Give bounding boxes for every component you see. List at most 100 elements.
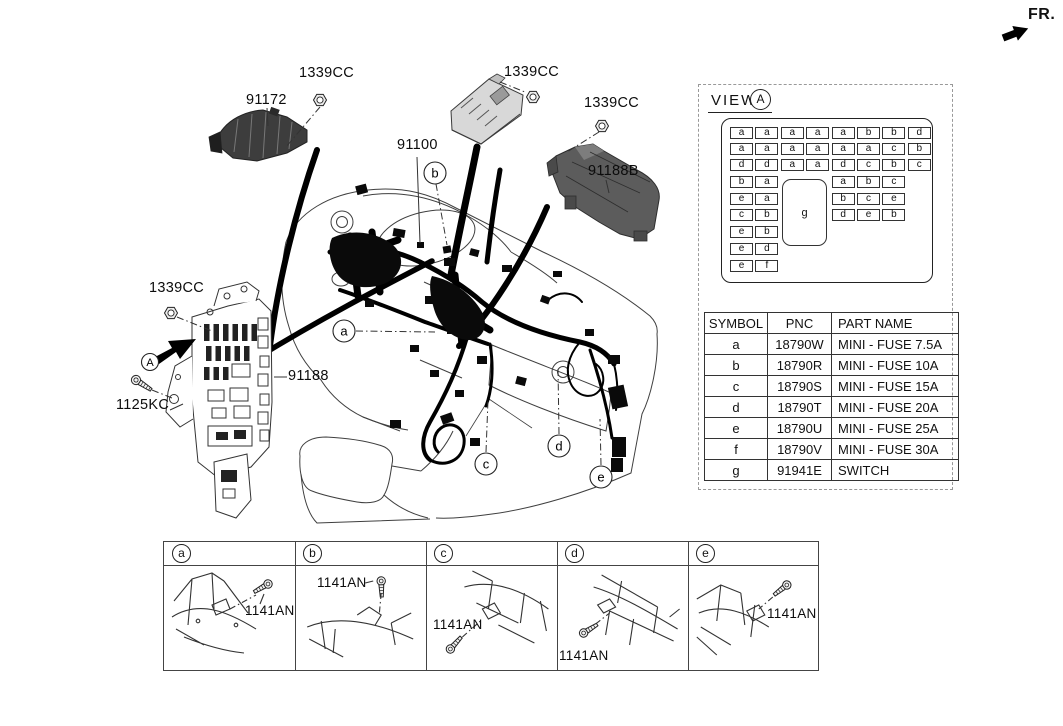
callout-e[interactable]: e [589,465,613,489]
part-label-1141an[interactable]: 1141AN [559,648,609,663]
nut-icon [526,90,540,104]
part-label-1141an[interactable]: 1141AN [767,606,817,621]
fuse-cell-a: a [755,143,779,155]
bolt-icon [443,633,465,656]
view-marker-a[interactable]: A [140,352,160,372]
leader-lines [151,81,610,466]
fuse-cell-c: c [857,159,880,171]
fuse-cell-c: c [907,159,931,171]
symbol-table-cell: MINI - FUSE 30A [831,438,959,460]
fuse-cell-e: e [730,260,753,272]
part-label-91188b[interactable]: 91188B [588,163,639,179]
fuse-cell-a: a [755,127,779,139]
fuse-cell-a: a [831,127,855,139]
fuse-cell-a: a [780,159,804,171]
symbol-table-header: PART NAME [831,312,959,334]
strip-divider [557,542,558,670]
fuse-cell-b: b [831,193,855,205]
fuse-cell-b: b [907,143,931,155]
callout-circles: a b c d e A [140,161,613,489]
detail-strip: a b c d e [163,541,819,671]
part-label-1339cc[interactable]: 1339CC [149,280,204,296]
callout-b-label: b [431,166,438,181]
strip-divider [295,542,296,670]
part-label-1141an[interactable]: 1141AN [433,617,483,632]
fuse-cell-e: e [730,193,753,205]
center-console-outline [299,430,454,524]
symbol-table-cell: MINI - FUSE 20A [831,396,959,418]
part-label-91188[interactable]: 91188 [288,368,329,384]
fuse-cell-b: b [730,176,753,188]
detail-callout-b-label: b [309,546,316,560]
fuse-cell-a: a [755,176,779,188]
part-label-1125kc[interactable]: 1125KC [116,397,170,413]
part-label-91100[interactable]: 91100 [397,137,438,153]
switch-slot: g [782,179,827,246]
wiring-harness [327,228,619,465]
callout-a[interactable]: a [332,319,356,343]
callout-c[interactable]: c [474,452,498,476]
symbol-table-cell: MINI - FUSE 10A [831,354,959,376]
fuse-cell-e: e [857,209,880,221]
harness-connectors [355,183,629,472]
part-label-1339cc[interactable]: 1339CC [584,95,639,111]
callout-e-label: e [597,470,604,485]
fuse-cell-c: c [730,209,753,221]
detail-callout-c[interactable]: c [434,544,453,563]
detail-art-a [171,572,275,654]
part-label-1339cc[interactable]: 1339CC [504,64,559,80]
callout-a-label: a [340,324,348,339]
part-label-1141an[interactable]: 1141AN [317,575,367,590]
fuse-cell-a: a [730,127,753,139]
component-91188-drawing [165,281,273,519]
fuse-cell-b: b [857,127,880,139]
callout-d[interactable]: d [547,434,571,458]
detail-callout-c-label: c [440,546,447,560]
symbol-table-cell: SWITCH [831,459,959,481]
view-title-underline [708,112,772,113]
detail-callout-e[interactable]: e [696,544,715,563]
callout-d-label: d [555,439,562,454]
part-label-1141an[interactable]: 1141AN [245,603,295,618]
detail-callout-b[interactable]: b [303,544,322,563]
symbol-table-cell: 18790S [767,375,832,397]
fuse-cell-a: a [806,159,830,171]
symbol-table-cell: 18790T [767,396,832,418]
detail-callout-d[interactable]: d [565,544,584,563]
strip-divider [426,542,427,670]
detail-callout-d-label: d [571,546,578,560]
fuse-cell-a: a [755,193,779,205]
symbol-table-cell: 18790V [767,438,832,460]
view-a-marker-label: A [756,92,765,106]
fuse-cell-a: a [730,143,753,155]
bolt-icon [129,373,155,395]
fuse-cell-d: d [907,127,931,139]
fr-direction-label: FR. [1028,6,1056,23]
detail-callout-a[interactable]: a [172,544,191,563]
fuse-cell-b: b [882,159,906,171]
detail-art-c [443,570,549,656]
nut-icon [313,93,327,107]
view-a-marker: A [750,89,771,110]
fuse-cell-a: a [831,176,855,188]
detail-art-b [306,576,414,658]
fuse-cell-a: a [780,127,804,139]
part-label-1339cc[interactable]: 1339CC [299,65,354,81]
fuse-cell-a: a [831,143,855,155]
fuse-cell-a: a [806,127,830,139]
fuse-cell-d: d [755,243,779,255]
symbol-table-cell: g [704,459,768,481]
view-title: VIEW [711,92,758,109]
part-label-91172[interactable]: 91172 [246,92,287,108]
symbol-table-cell: 18790W [767,333,832,355]
callout-b[interactable]: b [423,161,447,185]
detail-art-d [577,574,680,646]
